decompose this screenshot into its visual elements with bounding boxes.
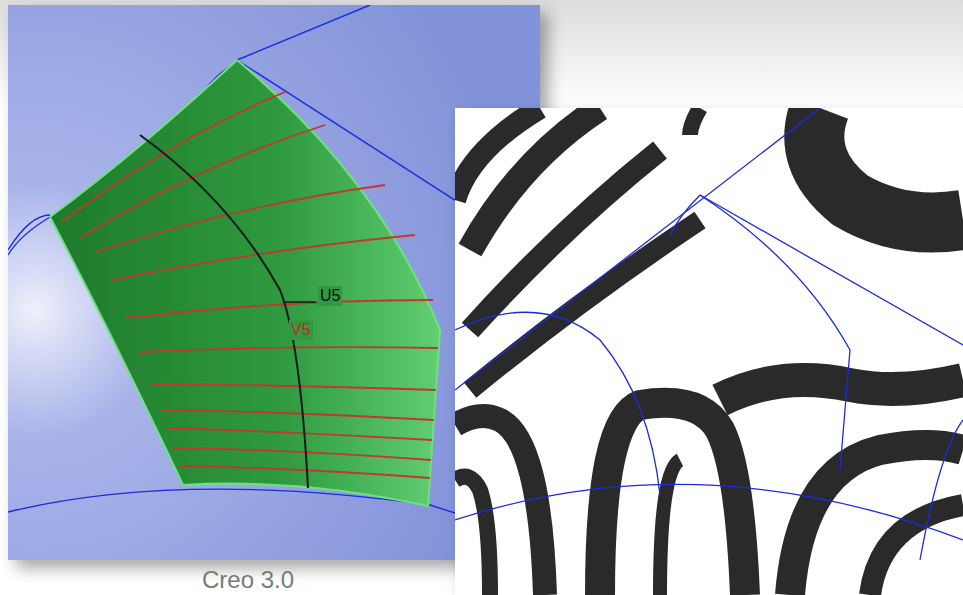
surface-patch [50,60,440,506]
u-isoline [140,135,308,488]
zebra-panel [455,108,963,595]
v-isolines [62,92,438,478]
u-isoline-label: U5 [318,286,342,306]
zebra-stripes [455,108,963,595]
leader-line [283,301,316,303]
v-isoline-label: V5 [289,320,313,340]
zebra-edges [455,108,963,560]
software-caption: Creo 3.0 [200,566,296,594]
